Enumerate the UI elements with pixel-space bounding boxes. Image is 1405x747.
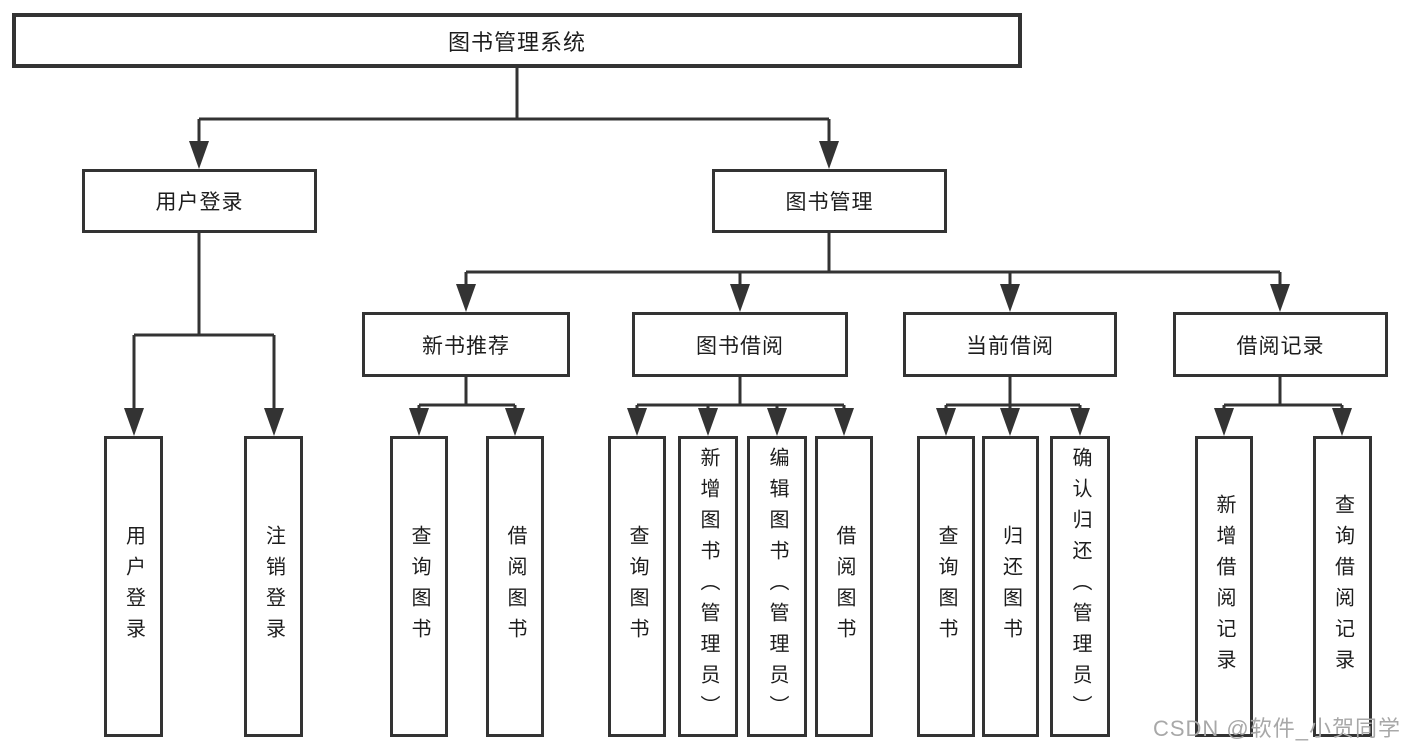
node-label: 图书借阅 xyxy=(696,334,784,358)
leaf-borrow-books: 借阅图书 xyxy=(815,436,873,737)
node-label: 查询图书 xyxy=(626,524,648,649)
node-book-borrowing: 图书借阅 xyxy=(632,312,848,377)
leaf-edit-book-admin: 编辑图书（管理员） xyxy=(747,436,807,737)
leaf-user-login: 用户登录 xyxy=(104,436,163,737)
node-borrowing-records: 借阅记录 xyxy=(1173,312,1388,377)
leaf-query-books-recommend: 查询图书 xyxy=(390,436,448,737)
leaf-borrow-books-recommend: 借阅图书 xyxy=(486,436,544,737)
node-label: 借阅图书 xyxy=(504,524,526,649)
node-label: 新增借阅记录 xyxy=(1213,493,1235,680)
arrowhead-icons xyxy=(124,141,1352,436)
node-label: 新书推荐 xyxy=(422,334,510,358)
node-label: 图书管理 xyxy=(785,191,874,214)
node-label: 查询图书 xyxy=(935,524,957,649)
leaf-query-books-current: 查询图书 xyxy=(917,436,975,737)
node-label: 新增图书（管理员） xyxy=(697,447,719,726)
node-label: 借阅图书 xyxy=(833,524,855,649)
leaf-query-borrow-record: 查询借阅记录 xyxy=(1313,436,1372,737)
node-new-book-recommend: 新书推荐 xyxy=(362,312,570,377)
leaf-query-books-borrow: 查询图书 xyxy=(608,436,666,737)
leaf-return-book: 归还图书 xyxy=(982,436,1039,737)
node-label: 确认归还（管理员） xyxy=(1069,447,1091,726)
node-label: 归还图书 xyxy=(999,524,1022,649)
node-user-login-branch: 用户登录 xyxy=(82,169,317,233)
csdn-watermark: CSDN @软件_小贺同学 xyxy=(1152,716,1401,741)
node-label: 当前借阅 xyxy=(966,334,1054,358)
node-label: 图书管理系统 xyxy=(447,29,586,55)
node-book-management: 图书管理 xyxy=(712,169,947,233)
leaf-add-borrow-record: 新增借阅记录 xyxy=(1195,436,1253,737)
node-library-management-system: 图书管理系统 xyxy=(12,13,1022,68)
leaf-confirm-return-admin: 确认归还（管理员） xyxy=(1050,436,1110,737)
node-label: 注销登录 xyxy=(262,524,285,649)
node-label: 借阅记录 xyxy=(1236,334,1325,358)
leaf-add-book-admin: 新增图书（管理员） xyxy=(678,436,738,737)
node-label: 编辑图书（管理员） xyxy=(766,447,788,726)
leaf-logout: 注销登录 xyxy=(244,436,303,737)
node-label: 查询借阅记录 xyxy=(1331,493,1354,680)
node-label: 用户登录 xyxy=(122,524,145,649)
node-label: 查询图书 xyxy=(408,524,430,649)
node-label: 用户登录 xyxy=(155,191,244,214)
node-current-borrowing: 当前借阅 xyxy=(903,312,1117,377)
